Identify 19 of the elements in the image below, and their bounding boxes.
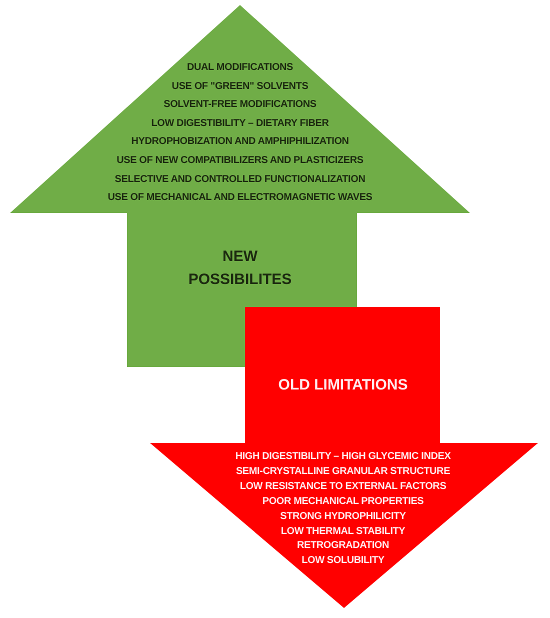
down-arrow-shape [150,307,538,608]
list-item: LOW RESISTANCE TO EXTERNAL FACTORS [240,480,446,493]
list-item: POOR MECHANICAL PROPERTIES [262,496,424,508]
list-item: HYDROPHOBIZATION AND AMPHIPHILIZATION [131,136,349,148]
arrow-heading: OLD LIMITATIONS [278,376,408,396]
list-item: STRONG HYDROPHILICITY [280,510,406,523]
list-item: SOLVENT-FREE MODIFICATIONS [164,99,316,112]
arrow-heading: NEW POSSIBILITES [187,247,293,290]
list-item: HIGH DIGESTIBILITY – HIGH GLYCEMIC INDEX [235,451,451,463]
list-item: LOW SOLUBILITY [302,555,384,568]
list-item: SEMI-CRYSTALLINE GRANULAR STRUCTURE [236,466,450,478]
list-item: SELECTIVE AND CONTROLLED FUNCTIONALIZATION [114,174,366,186]
list-item: RETROGRADATION [297,540,389,552]
list-item: DUAL MODIFICATIONS [186,62,294,74]
list-item: LOW DIGESTIBILITY – DIETARY FIBER [151,118,329,130]
list-item: USE OF MECHANICAL AND ELECTROMAGNETIC WAVES [108,192,372,204]
list-item: USE OF "GREEN" SOLVENTS [172,80,308,93]
list-item: LOW THERMAL STABILITY [280,526,406,538]
list-item: USE OF NEW COMPATIBILIZERS AND PLASTICIZERS [116,155,364,167]
